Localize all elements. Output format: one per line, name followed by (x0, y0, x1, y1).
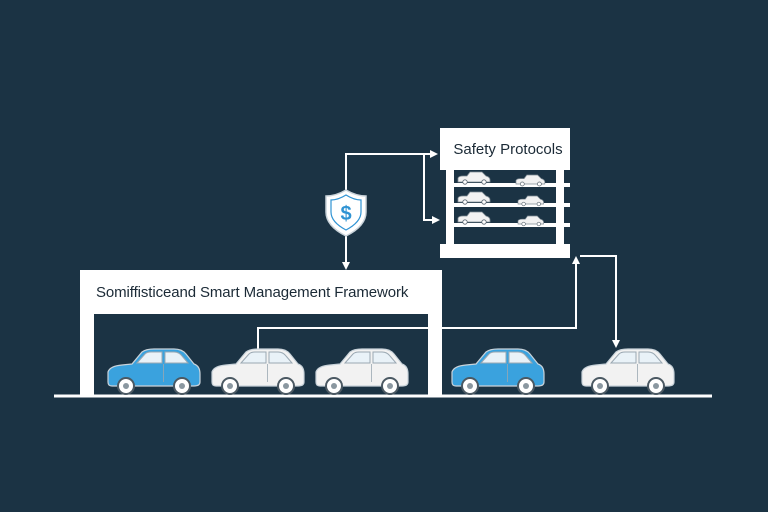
framework-title: Somiffisticeand Smart Management Framewo… (86, 276, 438, 308)
car-icon (315, 348, 409, 395)
rack-car-6 (517, 215, 544, 227)
arrow-to-safety-protocols (345, 150, 438, 190)
arrow-to-rack (423, 154, 440, 224)
car-icon (211, 348, 305, 395)
arrow-rack-to-car (580, 255, 620, 348)
safety-protocols-title: Safety Protocols (446, 130, 570, 168)
rack-car-2 (515, 174, 546, 187)
arrow-framework-to-rack (257, 256, 580, 356)
car-icon (451, 348, 545, 395)
rack-car-4 (517, 195, 544, 207)
rack-car-1 (457, 171, 491, 185)
connector-lines (257, 150, 620, 356)
car-icon (581, 348, 675, 395)
rack-car-5 (457, 211, 491, 225)
rack-car-3 (457, 191, 491, 205)
shield-dollar-icon: $ (325, 189, 367, 237)
car-icon (107, 348, 201, 395)
shield-dollar-symbol: $ (340, 203, 351, 225)
